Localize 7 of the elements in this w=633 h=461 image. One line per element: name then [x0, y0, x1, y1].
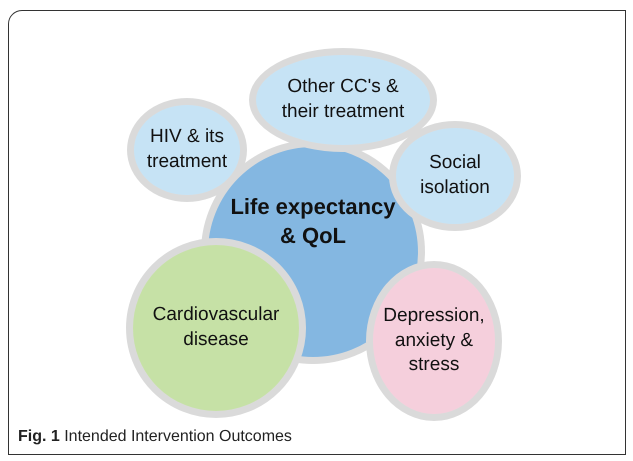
circle-label: Depression, anxiety & stress	[382, 304, 486, 378]
circle-label: Other CC's & their treatment	[280, 75, 406, 124]
circle-label: Social isolation	[419, 151, 491, 200]
circle-label: Life expectancy & QoL	[229, 193, 397, 250]
circle-label: HIV & its treatment	[146, 125, 228, 174]
figure-caption: Fig. 1 Intended Intervention Outcomes	[18, 428, 292, 446]
circle-label: Cardiovascular disease	[152, 303, 280, 352]
